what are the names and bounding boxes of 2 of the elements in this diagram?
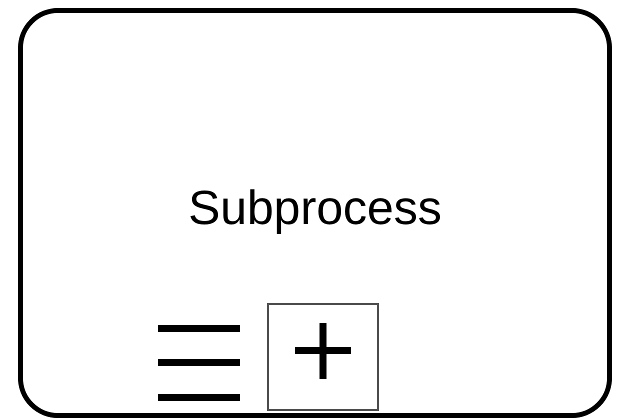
- subprocess-label: Subprocess: [187, 185, 443, 233]
- subprocess-box: [18, 8, 612, 418]
